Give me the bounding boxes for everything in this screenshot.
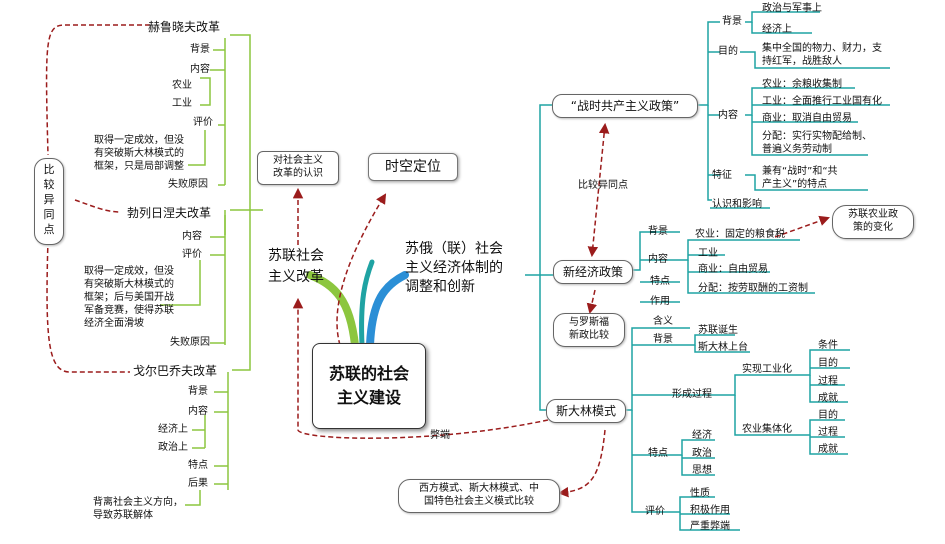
compare-similarities-label: 比较异同点 — [578, 180, 628, 191]
gorbachev-reform: 戈尔巴乔夫改革 — [133, 364, 218, 378]
khrushchev-reform: 赫鲁晓夫改革 — [148, 20, 221, 34]
eval-positive: 积极作用 — [690, 505, 730, 516]
wc-aim-text: 集中全国的物力、财力，支 持红军，战胜敌人 — [762, 43, 882, 67]
wc-commerce: 商业：取消自由贸易 — [762, 113, 852, 124]
br-evaluation: 评价 — [182, 249, 202, 260]
eval-nature: 性质 — [690, 488, 710, 499]
nep-features: 特点 — [650, 276, 670, 287]
kh-failure-reason: 失败原因 — [168, 179, 208, 190]
stalin-bg-stalin-power: 斯大林上台 — [698, 342, 748, 353]
roosevelt-comparison-box: 与罗斯福 新政比较 — [553, 313, 625, 347]
stalin-industrialization: 实现工业化 — [742, 364, 792, 375]
nep-commerce: 商业：自由贸易 — [698, 264, 768, 275]
col-process: 过程 — [818, 427, 838, 438]
stalin-meaning: 含义 — [653, 316, 673, 327]
wc-feature: 特征 — [712, 170, 732, 181]
wc-bg-economic: 经济上 — [762, 24, 792, 35]
wc-aim: 目的 — [718, 46, 738, 57]
gb-content: 内容 — [188, 406, 208, 417]
stalin-evaluation: 评价 — [645, 506, 665, 517]
eval-drawbacks: 严重弊端 — [690, 521, 730, 532]
gb-politics: 政治上 — [158, 442, 188, 453]
ind-achievement: 成就 — [818, 393, 838, 404]
time-place-topic: 时空定位 — [368, 153, 458, 181]
wc-feature-text: 兼有“战时”和“共 产主义”的特点 — [762, 166, 838, 190]
ind-purpose: 目的 — [818, 358, 838, 369]
nep-role: 作用 — [650, 296, 670, 307]
gb-features: 特点 — [188, 460, 208, 471]
central-topic: 苏联的社会 主义建设 — [312, 343, 426, 429]
wc-agriculture: 农业：余粮收集制 — [762, 79, 842, 90]
stalin-model: 斯大林模式 — [546, 399, 626, 423]
stalin-features: 特点 — [648, 448, 668, 459]
kh-industry: 工业 — [172, 98, 192, 109]
drawbacks-label: 弊端 — [430, 430, 450, 441]
br-evaluation-text: 取得一定成效，但没 有突破斯大林模式的 框架；后与美国开战 军备竞赛，使得苏联 … — [84, 266, 174, 329]
farm-policy-change-box: 苏联农业政 策的变化 — [832, 205, 914, 239]
br-failure-reason: 失败原因 — [170, 337, 210, 348]
war-communism-policy: “战时共产主义政策” — [552, 94, 698, 118]
gb-consequence: 后果 — [188, 478, 208, 489]
ind-process: 过程 — [818, 376, 838, 387]
nep-content: 内容 — [648, 254, 668, 265]
ind-condition: 条件 — [818, 340, 838, 351]
wc-industry: 工业：全面推行工业国有化 — [762, 96, 882, 107]
gb-economy: 经济上 — [158, 424, 188, 435]
kh-agriculture: 农业 — [172, 80, 192, 91]
wc-distribution: 分配：实行实物配给制、 普遍义务劳动制 — [762, 131, 872, 155]
wc-understanding-impact: 认识和影响 — [712, 199, 762, 210]
nep-industry: 工业 — [698, 248, 718, 259]
col-achievement: 成就 — [818, 444, 838, 455]
kh-evaluation-text: 取得一定成效，但没 有突破斯大林模式的 框架，只是局部调整 — [94, 135, 184, 172]
stalin-bg-ussr-born: 苏联诞生 — [698, 325, 738, 336]
nep-agriculture: 农业：固定的粮食税 — [695, 229, 785, 240]
feature-economy: 经济 — [692, 430, 712, 441]
nep-distribution: 分配：按劳取酬的工资制 — [698, 283, 808, 294]
comparison-vertical-box: 比 较 异 同 点 — [34, 158, 64, 245]
wc-background: 背景 — [722, 16, 742, 27]
gb-consequence-text: 背离社会主义方向， 导致苏联解体 — [93, 497, 183, 521]
col-purpose: 目的 — [818, 410, 838, 421]
reform-understanding-box: 对社会主义 改革的认识 — [257, 151, 339, 185]
stalin-background: 背景 — [653, 334, 673, 345]
kh-content: 内容 — [190, 64, 210, 75]
new-economic-policy: 新经济政策 — [553, 260, 633, 284]
wc-content: 内容 — [718, 110, 738, 121]
stalin-collectivization: 农业集体化 — [742, 424, 792, 435]
kh-evaluation: 评价 — [193, 117, 213, 128]
nep-background: 背景 — [648, 226, 668, 237]
kh-background: 背景 — [190, 44, 210, 55]
branch-socialist-economy: 苏俄（联）社会 主义经济体制的 调整和创新 — [405, 241, 503, 295]
wc-bg-political: 政治与军事上 — [762, 3, 822, 14]
brezhnev-reform: 勃列日涅夫改革 — [127, 206, 212, 220]
feature-ideology: 思想 — [692, 465, 712, 476]
br-content: 内容 — [182, 231, 202, 242]
branch-soviet-reform: 苏联社会 主义改革 — [268, 248, 324, 285]
gb-background: 背景 — [188, 386, 208, 397]
feature-politics: 政治 — [692, 448, 712, 459]
models-comparison-box: 西方模式、斯大林模式、中 国特色社会主义模式比较 — [398, 479, 560, 513]
stalin-formation: 形成过程 — [672, 389, 712, 400]
